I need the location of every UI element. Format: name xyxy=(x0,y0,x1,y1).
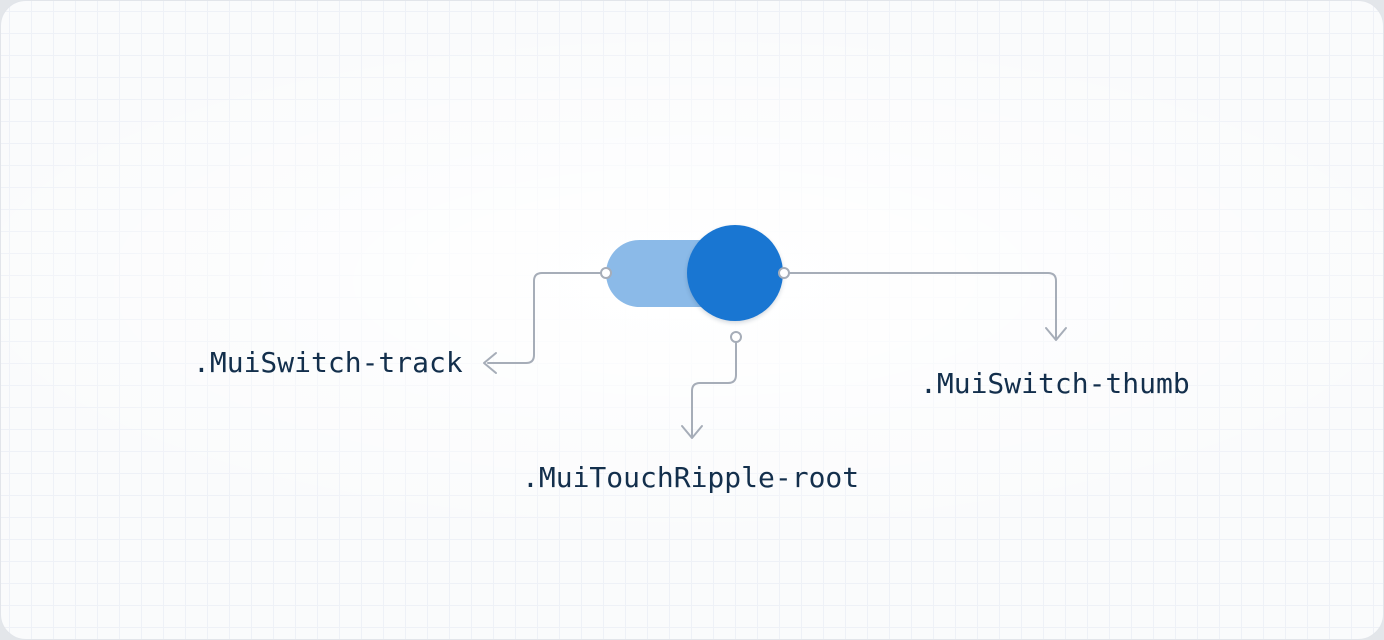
thumb-connector-line xyxy=(783,272,1057,339)
arrow-down-icon xyxy=(681,425,703,439)
anchor-dot-thumb-icon xyxy=(778,267,790,279)
mui-touch-ripple-root-label: .MuiTouchRipple-root xyxy=(522,461,860,494)
anchor-dot-track-icon xyxy=(600,267,612,279)
track-connector-line xyxy=(487,272,607,364)
arrow-left-icon xyxy=(483,352,497,374)
mui-switch-track-label: .MuiSwitch-track xyxy=(193,346,463,379)
touch-ripple-connector-line xyxy=(691,336,737,437)
arrow-down-icon xyxy=(1045,327,1067,341)
mui-switch-thumb xyxy=(687,225,783,321)
mui-switch-thumb-label: .MuiSwitch-thumb xyxy=(920,367,1190,400)
anchor-dot-touch-ripple-icon xyxy=(730,331,742,343)
